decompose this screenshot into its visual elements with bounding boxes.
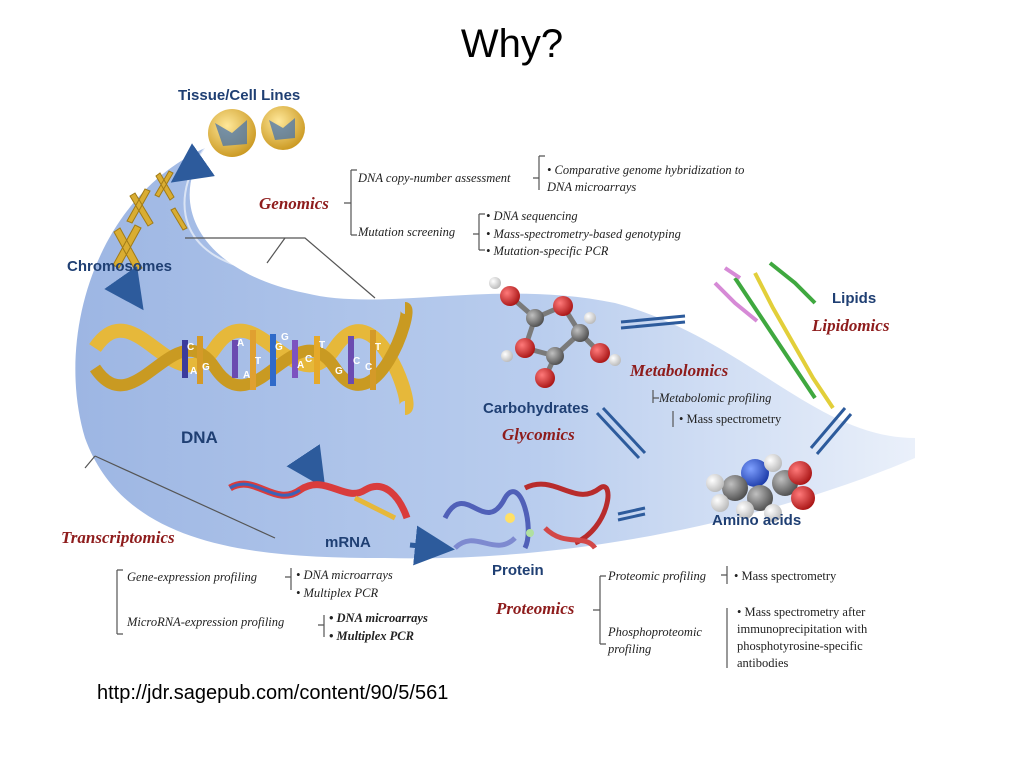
proteomics-phospho-methods: • Mass spectrometry after immunoprecipit…: [737, 605, 868, 670]
mrna-strand-icon: [228, 480, 411, 521]
equilibrium-arrow-icon: [809, 407, 853, 455]
dna-base-letter: G: [335, 366, 343, 377]
dna-base-letter: G: [202, 362, 210, 373]
method-item: •: [547, 163, 555, 177]
arrow-icon: [286, 444, 326, 489]
method-item: DNA microarrays: [329, 610, 428, 628]
method-item: Mass-spectrometry-based genotyping: [486, 226, 681, 244]
method-item: Mutation-specific PCR: [486, 243, 681, 261]
mrna-label: mRNA: [325, 534, 371, 551]
genomics-bracket: [185, 237, 376, 299]
carbohydrate-molecule-icon: [489, 277, 621, 388]
method-item: Multiplex PCR: [329, 628, 428, 646]
arrow-icon: [170, 143, 215, 183]
source-url-link[interactable]: http://jdr.sagepub.com/content/90/5/561: [97, 682, 449, 704]
proteomics-profiling-methods: Mass spectrometry: [734, 568, 837, 586]
genomics-copy-number-label: DNA copy-number assessment: [358, 171, 511, 185]
equilibrium-arrow-icon: [617, 506, 646, 522]
amino-acid-molecule-icon: [706, 454, 815, 522]
dna-base-letter: A: [190, 366, 197, 377]
lipidomics-label: Lipidomics: [812, 316, 890, 335]
dna-base-letter: A: [237, 338, 244, 349]
pathway-band: [75, 148, 915, 559]
proteomics-label: Proteomics: [496, 599, 575, 618]
metabolomics-profiling-methods: Mass spectrometry: [679, 411, 782, 429]
method-item: Mass spectrometry: [734, 568, 837, 586]
protein-label: Protein: [492, 562, 544, 579]
transcriptomics-microrna-methods: DNA microarrays Multiplex PCR: [329, 610, 428, 645]
dna-base-letter: C: [305, 354, 312, 365]
chromosome-icon: [112, 170, 188, 273]
genomics-label: Genomics: [259, 194, 329, 213]
transcriptomics-gene-expression-methods: DNA microarrays Multiplex PCR: [296, 567, 393, 602]
carbohydrates-label: Carbohydrates: [483, 400, 589, 417]
method-item: Multiplex PCR: [296, 585, 393, 603]
transcriptomics-label: Transcriptomics: [61, 528, 175, 547]
genomics-mutation-methods: DNA sequencing Mass-spectrometry-based g…: [486, 208, 681, 261]
dna-base-letter: A: [243, 370, 250, 381]
equilibrium-arrow-icon: [620, 314, 686, 330]
proteomics-profiling-label: Proteomic profiling: [608, 569, 707, 583]
transcriptomics-bracket: [94, 455, 276, 539]
arrow-icon: [104, 266, 144, 311]
slide-title: Why?: [460, 22, 564, 66]
cell-sphere-icon: [208, 106, 305, 157]
method-item: DNA microarrays: [296, 567, 393, 585]
arrow-icon: [409, 525, 455, 566]
metabolomics-label: Metabolomics: [630, 361, 729, 380]
chromosomes-label: Chromosomes: [67, 258, 173, 275]
lipids-label: Lipids: [832, 290, 877, 307]
dna-base-letter: C: [353, 356, 360, 367]
method-item: Mass spectrometry: [679, 411, 782, 429]
dna-base-letter: T: [375, 342, 381, 353]
lipid-molecule-icon: [713, 261, 835, 410]
glycomics-label: Glycomics: [502, 425, 575, 444]
dna-label: DNA: [181, 428, 218, 447]
proteomics-phospho-label: Phosphoproteomic profiling: [608, 625, 702, 656]
dna-base-letter: A: [297, 360, 304, 371]
dna-base-letter: G: [281, 332, 289, 343]
dna-base-letter: T: [255, 356, 261, 367]
tissue-cell-lines-label: Tissue/Cell Lines: [178, 87, 301, 104]
genomics-mutation-label: Mutation screening: [358, 225, 456, 239]
method-item: DNA sequencing: [486, 208, 681, 226]
transcriptomics-gene-expression-label: Gene-expression profiling: [127, 570, 257, 584]
genomics-copy-number-methods: • Comparative genome hybridization to DN…: [547, 163, 745, 194]
dna-base-letter: T: [319, 340, 325, 351]
amino-acids-label: Amino acids: [712, 512, 802, 529]
protein-structure-icon: [442, 481, 611, 550]
metabolomics-profiling-label: Metabolomic profiling: [659, 391, 772, 405]
method-item: •: [737, 605, 745, 619]
equilibrium-arrow-icon: [595, 406, 647, 460]
dna-base-letter: C: [187, 342, 194, 353]
dna-base-letter: C: [365, 362, 372, 373]
transcriptomics-microrna-label: MicroRNA-expression profiling: [127, 615, 285, 629]
dna-base-letter: G: [275, 342, 283, 353]
